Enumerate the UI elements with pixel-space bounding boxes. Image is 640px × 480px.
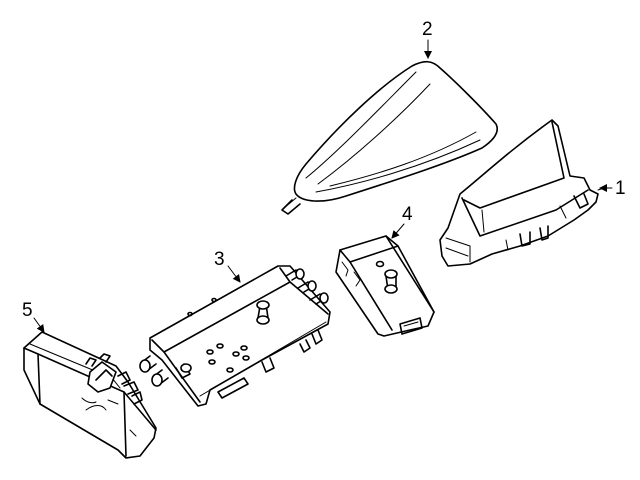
callout-2: 2: [422, 19, 433, 59]
callout-5: 5: [22, 300, 45, 333]
callout-label-2: 2: [422, 19, 433, 40]
callout-3: 3: [214, 249, 241, 283]
callout-label-1: 1: [615, 178, 626, 199]
callout-4: 4: [391, 204, 413, 239]
amplifier-module-part: [139, 265, 331, 407]
antenna-cover-part: [281, 60, 498, 215]
callout-label-5: 5: [22, 300, 33, 321]
callout-1: 1: [599, 178, 626, 199]
small-module-part: [335, 235, 435, 337]
callout-label-3: 3: [214, 249, 225, 270]
antenna-base-part: [439, 119, 605, 267]
receiver-module-part: [23, 331, 157, 459]
callout-label-4: 4: [402, 204, 413, 225]
